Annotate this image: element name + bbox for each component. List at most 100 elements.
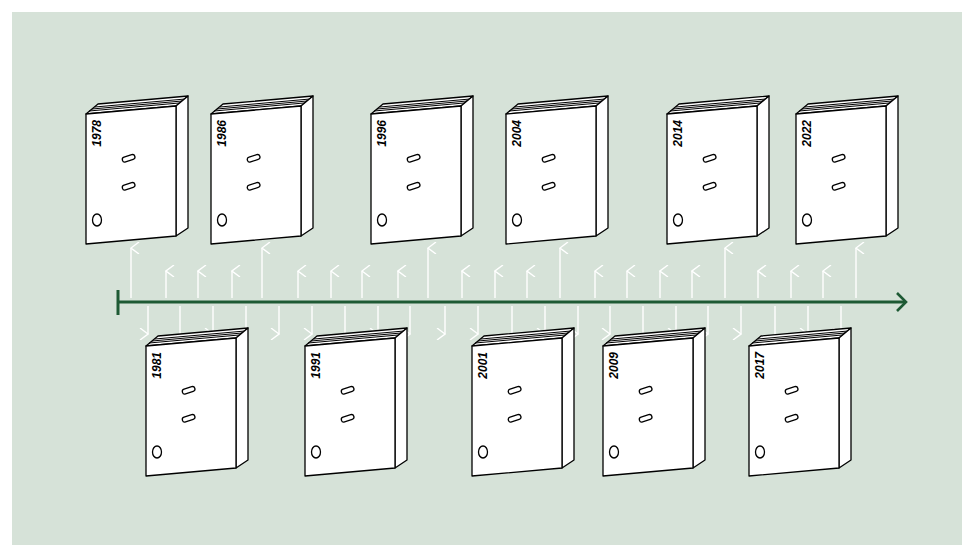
down-arrow (740, 306, 741, 334)
background-panel (12, 12, 962, 545)
binder-ring (803, 214, 812, 226)
up-arrow (130, 248, 131, 298)
binder-side (395, 328, 407, 468)
binder-slot (247, 154, 261, 163)
binder-slot (703, 182, 717, 191)
binder-outline (86, 94, 190, 246)
up-arrow (626, 271, 627, 298)
binder-slot (639, 386, 653, 395)
up-arrow (197, 271, 198, 298)
binder-box: 1991 (305, 326, 409, 478)
binder-outline (603, 326, 707, 478)
up-arrow (594, 271, 595, 298)
up-arrow (559, 248, 560, 298)
binder-side (693, 328, 705, 468)
binder-box: 1986 (211, 94, 315, 246)
year-label: 1981 (150, 352, 164, 379)
binder-outline (749, 326, 853, 478)
binder-ring (312, 446, 321, 458)
binder-slot (182, 386, 196, 395)
up-arrow (790, 271, 791, 298)
down-arrow (278, 306, 279, 334)
down-arrow (409, 306, 410, 334)
binder-box: 2004 (506, 94, 610, 246)
binder-slot (407, 154, 421, 163)
binder-slot (508, 386, 522, 395)
down-arrow (377, 306, 378, 334)
binder-slot (341, 414, 355, 423)
binder-outline (211, 94, 315, 246)
up-arrow (330, 271, 331, 298)
binder-ring (93, 214, 102, 226)
binder-box: 2009 (603, 326, 707, 478)
up-arrow (494, 271, 495, 298)
binder-slot (639, 414, 653, 423)
binder-side (301, 96, 313, 236)
up-arrow (757, 271, 758, 298)
binder-outline (796, 94, 900, 246)
binder-slot (703, 154, 717, 163)
down-arrow (675, 306, 676, 334)
up-arrow (691, 271, 692, 298)
up-arrow (855, 248, 856, 298)
binder-outline (305, 326, 409, 478)
down-arrow (311, 306, 312, 334)
binder-side (886, 96, 898, 236)
down-arrow (807, 306, 808, 334)
binder-slot (341, 386, 355, 395)
binder-slot (247, 182, 261, 191)
binder-slot (122, 154, 136, 163)
down-arrow (707, 306, 708, 334)
up-arrow (724, 248, 725, 298)
timeline-axis (118, 301, 906, 304)
binder-ring (218, 214, 227, 226)
down-arrow (147, 306, 148, 334)
binder-box: 1978 (86, 94, 190, 246)
binder-ring (756, 446, 765, 458)
binder-side (757, 96, 769, 236)
binder-front (146, 338, 236, 476)
binder-front (796, 106, 886, 244)
binder-slot (832, 154, 846, 163)
binder-front (749, 338, 839, 476)
year-label: 2001 (476, 352, 490, 379)
binder-side (562, 328, 574, 468)
binder-side (176, 96, 188, 236)
binder-slot (508, 414, 522, 423)
up-arrow (397, 271, 398, 298)
binder-box: 2022 (796, 94, 900, 246)
binder-slot (122, 182, 136, 191)
year-label: 1986 (215, 120, 229, 147)
binder-front (667, 106, 757, 244)
binder-front (506, 106, 596, 244)
down-arrow (212, 306, 213, 334)
up-arrow (361, 271, 362, 298)
year-label: 2022 (800, 120, 814, 147)
binder-box: 1996 (371, 94, 475, 246)
up-arrow (165, 271, 166, 298)
binder-outline (506, 94, 610, 246)
binder-box: 1981 (146, 326, 250, 478)
binder-ring (479, 446, 488, 458)
up-arrow (231, 271, 232, 298)
up-arrow (427, 248, 428, 298)
binder-front (305, 338, 395, 476)
binder-side (596, 96, 608, 236)
year-label: 1996 (375, 120, 389, 147)
binder-ring (513, 214, 522, 226)
binder-slot (785, 386, 799, 395)
binder-ring (153, 446, 162, 458)
binder-outline (146, 326, 250, 478)
down-arrow (477, 306, 478, 334)
binder-box: 2017 (749, 326, 853, 478)
binder-slot (407, 182, 421, 191)
binder-front (603, 338, 693, 476)
binder-front (371, 106, 461, 244)
down-arrow (544, 306, 545, 334)
binder-outline (667, 94, 771, 246)
binder-front (86, 106, 176, 244)
binder-slot (832, 182, 846, 191)
binder-side (461, 96, 473, 236)
up-arrow (822, 271, 823, 298)
